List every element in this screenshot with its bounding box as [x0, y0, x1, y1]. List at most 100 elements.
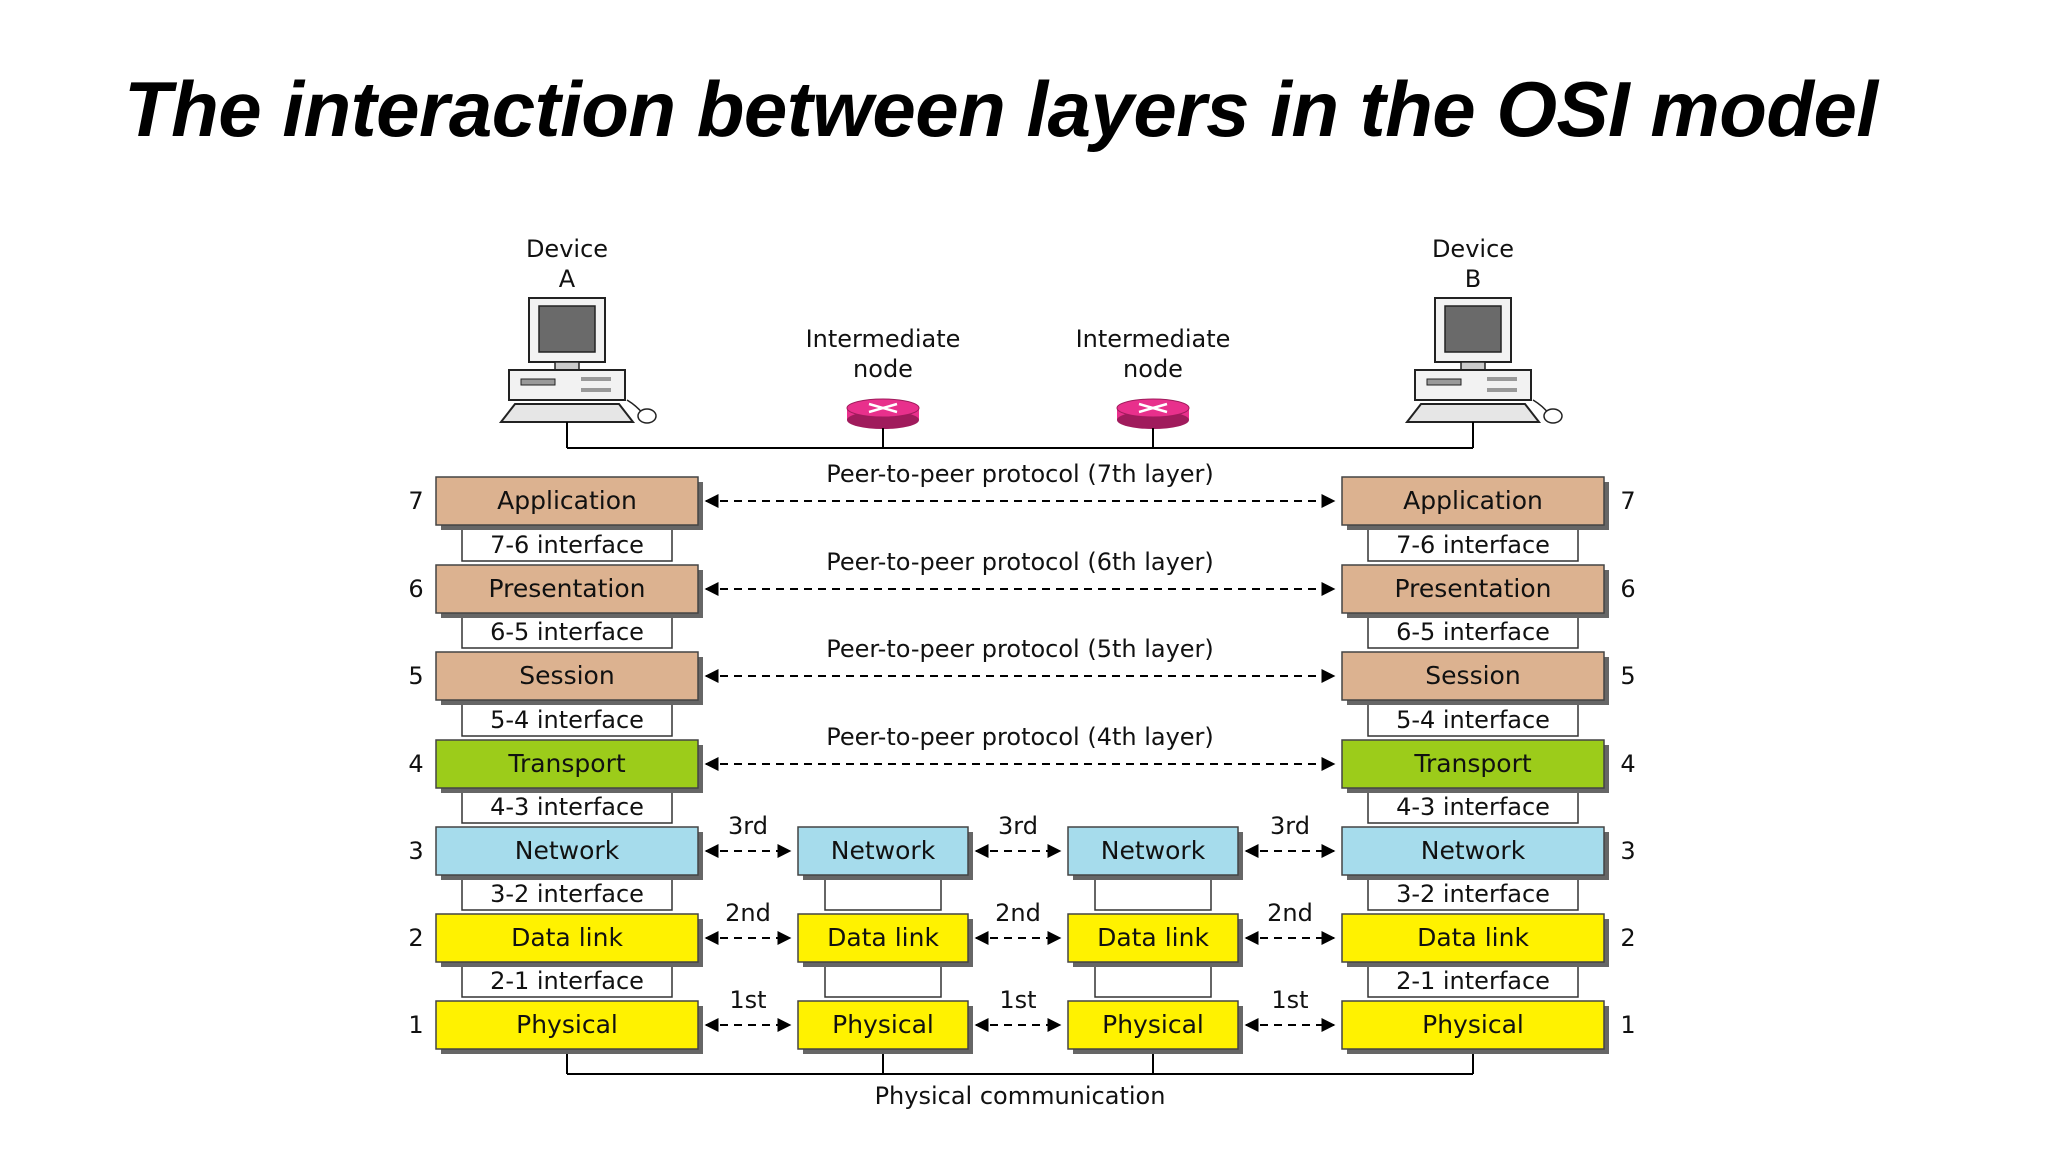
layer-b-6-label: Presentation: [1394, 574, 1551, 603]
interface-b-7-label: 7-6 interface: [1396, 531, 1550, 559]
layer-a-1: [435, 1000, 699, 1050]
vent: [581, 377, 611, 381]
hop-label-1-3: 1st: [1271, 986, 1308, 1014]
interface-b-3-label: 3-2 interface: [1396, 880, 1550, 908]
layer-b-4: [1341, 739, 1605, 789]
layer-a-2: [435, 913, 699, 963]
intermediate-node-label-line2: node: [853, 355, 913, 383]
layer-b-6: [1341, 564, 1605, 614]
layer-b-2-label: Data link: [1417, 923, 1529, 952]
layer-a-3-label: Network: [515, 836, 620, 865]
hop-label-1-2: 1st: [999, 986, 1036, 1014]
vent: [1487, 388, 1517, 392]
connector-node1-3-2: [824, 877, 942, 911]
layer-number-right-3: 3: [1620, 837, 1635, 865]
router-cross: [868, 402, 898, 414]
layer-node2-2-label: Data link: [1097, 923, 1209, 952]
layer-b-4-label: Transport: [1413, 749, 1532, 778]
drive-slot: [1426, 378, 1462, 386]
hop-label-2-2: 2nd: [995, 899, 1041, 927]
hop-label-2-1: 2nd: [725, 899, 771, 927]
layer-number-right-2: 2: [1620, 924, 1635, 952]
interface-a-7-label: 7-6 interface: [490, 531, 644, 559]
layer-a-3: [435, 826, 699, 876]
hop-label-3-1: 3rd: [728, 812, 768, 840]
page-title: The interaction between layers in the OS…: [124, 65, 1878, 153]
hop-label-3-3: 3rd: [1270, 812, 1310, 840]
peer-protocol-label-6: Peer-to-peer protocol (6th layer): [826, 548, 1214, 576]
layer-node1-1: [797, 1000, 969, 1050]
layer-node1-3-label: Network: [831, 836, 936, 865]
peer-protocol-label-4: Peer-to-peer protocol (4th layer): [826, 723, 1214, 751]
layer-number-left-2: 2: [408, 924, 423, 952]
layer-node1-2: [797, 913, 969, 963]
hop-label-2-3: 2nd: [1267, 899, 1313, 927]
interface-a-2-label: 2-1 interface: [490, 967, 644, 995]
layer-number-left-7: 7: [408, 487, 423, 515]
interface-b-4: [1367, 790, 1579, 824]
layer-a-6: [435, 564, 699, 614]
layer-number-right-5: 5: [1620, 662, 1635, 690]
layer-b-5: [1341, 651, 1605, 701]
hop-label-3-2: 3rd: [998, 812, 1038, 840]
layer-b-3-label: Network: [1421, 836, 1526, 865]
layer-a-7: [435, 476, 699, 526]
interface-a-3: [461, 877, 673, 911]
layer-b-1-label: Physical: [1422, 1010, 1524, 1039]
layer-a-4: [435, 739, 699, 789]
layer-a-4-label: Transport: [507, 749, 626, 778]
device-a-computer-icon: [498, 297, 657, 448]
layer-b-3: [1341, 826, 1605, 876]
layer-node2-2: [1067, 913, 1239, 963]
layer-node2-3: [1067, 826, 1239, 876]
interface-a-2: [461, 964, 673, 998]
router-cross: [1138, 402, 1168, 414]
interface-b-6: [1367, 615, 1579, 649]
physical-communication-label: Physical communication: [875, 1082, 1166, 1110]
peer-protocol-label-5: Peer-to-peer protocol (5th layer): [826, 635, 1214, 663]
mouse: [637, 408, 657, 424]
monitor-stand: [1460, 361, 1486, 371]
vent: [1487, 377, 1517, 381]
layer-number-left-6: 6: [408, 575, 423, 603]
layer-node1-2-label: Data link: [827, 923, 939, 952]
layer-b-2: [1341, 913, 1605, 963]
keyboard: [1404, 403, 1542, 423]
layer-node1-1-label: Physical: [832, 1010, 934, 1039]
layer-number-right-4: 4: [1620, 750, 1635, 778]
device-name: Device: [526, 235, 608, 263]
intermediate-node-2-router-icon: [1116, 398, 1190, 448]
interface-b-2: [1367, 964, 1579, 998]
layer-node1-3: [797, 826, 969, 876]
interface-a-4-label: 4-3 interface: [490, 793, 644, 821]
device-id: B: [1465, 265, 1481, 293]
device-id: A: [559, 265, 576, 293]
interface-b-5-label: 5-4 interface: [1396, 706, 1550, 734]
interface-a-3-label: 3-2 interface: [490, 880, 644, 908]
interface-a-5-label: 5-4 interface: [490, 706, 644, 734]
intermediate-node-1-router-icon: [846, 398, 920, 448]
intermediate-node-label-line2: node: [1123, 355, 1183, 383]
keyboard: [498, 403, 636, 423]
drive-slot: [520, 378, 556, 386]
monitor-screen: [1444, 305, 1502, 353]
layer-number-left-3: 3: [408, 837, 423, 865]
layer-b-5-label: Session: [1425, 661, 1520, 690]
layer-number-left-1: 1: [408, 1011, 423, 1039]
device-name: Device: [1432, 235, 1514, 263]
interface-a-6-label: 6-5 interface: [490, 618, 644, 646]
system-unit: [508, 369, 626, 401]
layer-b-1: [1341, 1000, 1605, 1050]
interface-b-6-label: 6-5 interface: [1396, 618, 1550, 646]
vent: [581, 388, 611, 392]
layer-a-2-label: Data link: [511, 923, 623, 952]
layer-a-7-label: Application: [497, 486, 637, 515]
layer-number-right-6: 6: [1620, 575, 1635, 603]
layer-a-5: [435, 651, 699, 701]
connector-node2-2-1: [1094, 964, 1212, 998]
peer-protocol-label-7: Peer-to-peer protocol (7th layer): [826, 460, 1214, 488]
intermediate-node-label-line1: Intermediate: [1076, 325, 1231, 353]
interface-b-2-label: 2-1 interface: [1396, 967, 1550, 995]
interface-b-4-label: 4-3 interface: [1396, 793, 1550, 821]
